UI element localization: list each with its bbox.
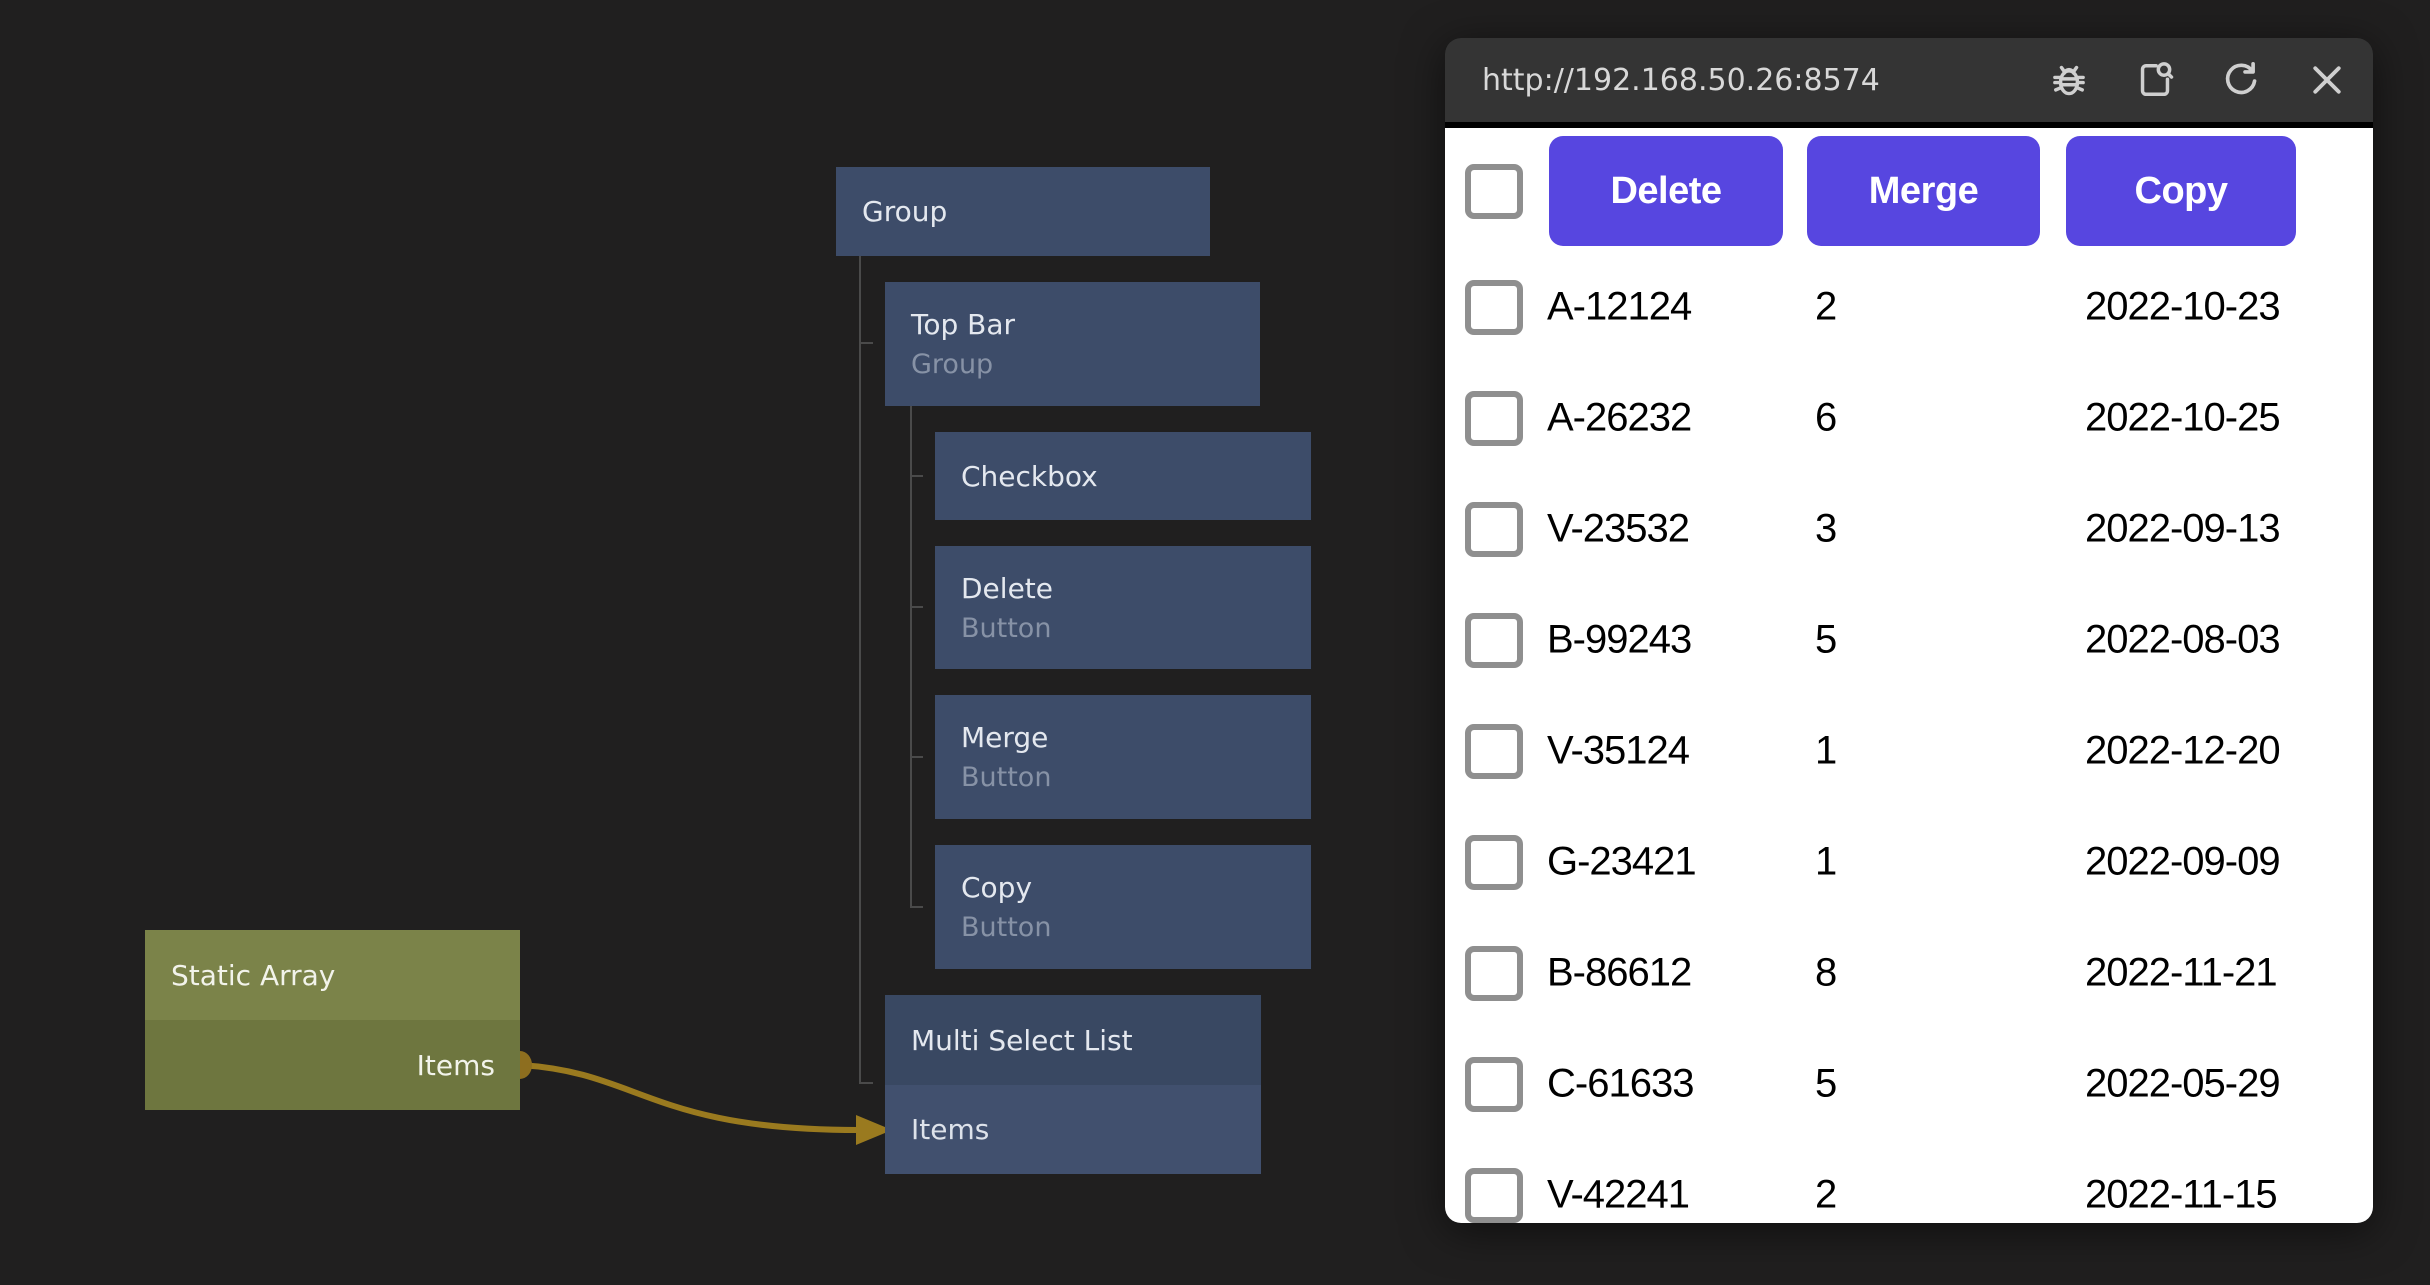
item-date: 2022-11-15: [2085, 1172, 2278, 1217]
item-date: 2022-10-25: [2085, 395, 2281, 440]
item-id: B-86612: [1547, 950, 1692, 995]
tree-connector-level2: [910, 406, 923, 908]
node-group[interactable]: Group: [836, 167, 1210, 256]
node-merge-button[interactable]: Merge Button: [935, 695, 1311, 819]
url-display[interactable]: http://192.168.50.26:8574: [1482, 62, 1880, 98]
wire-items-connection[interactable]: [519, 1062, 859, 1133]
row-checkbox[interactable]: [1465, 946, 1523, 1001]
list-item[interactable]: B-99243 5 2022-08-03: [1445, 585, 2373, 696]
row-checkbox[interactable]: [1465, 1168, 1523, 1223]
list-item[interactable]: V-23532 3 2022-09-13: [1445, 474, 2373, 585]
item-quantity: 3: [1815, 506, 1837, 551]
list-item[interactable]: V-35124 1 2022-12-20: [1445, 696, 2373, 807]
item-id: V-42241: [1547, 1172, 1690, 1217]
node-copy-button[interactable]: Copy Button: [935, 845, 1311, 969]
item-quantity: 5: [1815, 617, 1837, 662]
node-header: Multi Select List: [885, 995, 1261, 1085]
list-item[interactable]: A-12124 2 2022-10-23: [1445, 252, 2373, 363]
node-title: Checkbox: [961, 459, 1098, 493]
wire-arrowhead-icon: [856, 1115, 892, 1145]
item-quantity: 1: [1815, 728, 1837, 773]
item-date: 2022-10-23: [2085, 284, 2281, 329]
node-type-label: Button: [961, 612, 1052, 644]
node-top-bar[interactable]: Top Bar Group: [885, 282, 1260, 406]
copy-button[interactable]: Copy: [2066, 136, 2296, 246]
preview-content: Delete Merge Copy A-12124 2 2022-10-23 A…: [1445, 128, 2373, 1223]
row-checkbox[interactable]: [1465, 724, 1523, 779]
preview-titlebar[interactable]: http://192.168.50.26:8574: [1445, 38, 2373, 122]
node-title: Delete: [961, 571, 1053, 605]
node-multi-select-list[interactable]: Multi Select List Items: [885, 995, 1261, 1174]
item-quantity: 1: [1815, 839, 1837, 884]
list-item[interactable]: V-42241 2 2022-11-15: [1445, 1140, 2373, 1223]
node-title: Static Array: [171, 958, 336, 992]
item-id: C-61633: [1547, 1061, 1694, 1106]
node-title: Group: [862, 195, 948, 228]
list-item[interactable]: A-26232 6 2022-10-25: [1445, 363, 2373, 474]
row-checkbox[interactable]: [1465, 613, 1523, 668]
item-quantity: 2: [1815, 284, 1837, 329]
row-checkbox[interactable]: [1465, 280, 1523, 335]
item-id: V-35124: [1547, 728, 1690, 773]
item-date: 2022-08-03: [2085, 617, 2281, 662]
node-type-label: Group: [911, 349, 994, 380]
node-title: Copy: [961, 871, 1033, 904]
row-checkbox[interactable]: [1465, 391, 1523, 446]
row-checkbox[interactable]: [1465, 502, 1523, 557]
node-title: Merge: [961, 721, 1049, 754]
item-quantity: 5: [1815, 1061, 1837, 1106]
item-quantity: 6: [1815, 395, 1837, 440]
merge-button[interactable]: Merge: [1807, 136, 2040, 246]
delete-button[interactable]: Delete: [1549, 136, 1783, 246]
item-id: A-12124: [1547, 284, 1692, 329]
multi-select-list: A-12124 2 2022-10-23 A-26232 6 2022-10-2…: [1445, 252, 2373, 1223]
node-type-label: Button: [961, 912, 1052, 943]
refresh-icon[interactable]: [2219, 58, 2263, 102]
list-item[interactable]: C-61633 5 2022-05-29: [1445, 1029, 2373, 1140]
item-id: B-99243: [1547, 617, 1692, 662]
preview-window: http://192.168.50.26:8574: [1445, 38, 2373, 1223]
node-checkbox[interactable]: Checkbox: [935, 432, 1311, 520]
item-quantity: 2: [1815, 1172, 1837, 1217]
item-id: V-23532: [1547, 506, 1690, 551]
node-title: Multi Select List: [911, 1023, 1133, 1057]
node-title: Top Bar: [911, 308, 1016, 341]
item-id: A-26232: [1547, 395, 1692, 440]
node-header: Static Array: [145, 930, 520, 1020]
list-item[interactable]: B-86612 8 2022-11-21: [1445, 918, 2373, 1029]
node-type-label: Button: [961, 762, 1052, 793]
item-date: 2022-05-29: [2085, 1061, 2281, 1106]
input-port-items-row[interactable]: Items: [885, 1085, 1261, 1174]
select-all-checkbox[interactable]: [1465, 164, 1523, 219]
item-id: G-23421: [1547, 839, 1697, 884]
inspect-page-icon[interactable]: [2133, 58, 2177, 102]
item-date: 2022-09-09: [2085, 839, 2281, 884]
item-date: 2022-12-20: [2085, 728, 2281, 773]
bug-icon[interactable]: [2047, 58, 2091, 102]
list-item[interactable]: G-23421 1 2022-09-09: [1445, 807, 2373, 918]
item-date: 2022-11-21: [2085, 950, 2278, 995]
row-checkbox[interactable]: [1465, 835, 1523, 890]
close-icon[interactable]: [2305, 58, 2349, 102]
tree-connector-level1: [859, 256, 873, 1084]
titlebar-buttons: [2047, 58, 2373, 102]
node-delete-button[interactable]: Delete Button: [935, 546, 1311, 669]
port-label: Items: [911, 1113, 990, 1146]
output-port-items-row[interactable]: Items: [145, 1020, 520, 1110]
node-static-array[interactable]: Static Array Items: [145, 930, 520, 1110]
item-date: 2022-09-13: [2085, 506, 2281, 551]
titlebar-divider: [1445, 122, 2373, 128]
item-quantity: 8: [1815, 950, 1837, 995]
row-checkbox[interactable]: [1465, 1057, 1523, 1112]
port-label: Items: [416, 1048, 495, 1082]
